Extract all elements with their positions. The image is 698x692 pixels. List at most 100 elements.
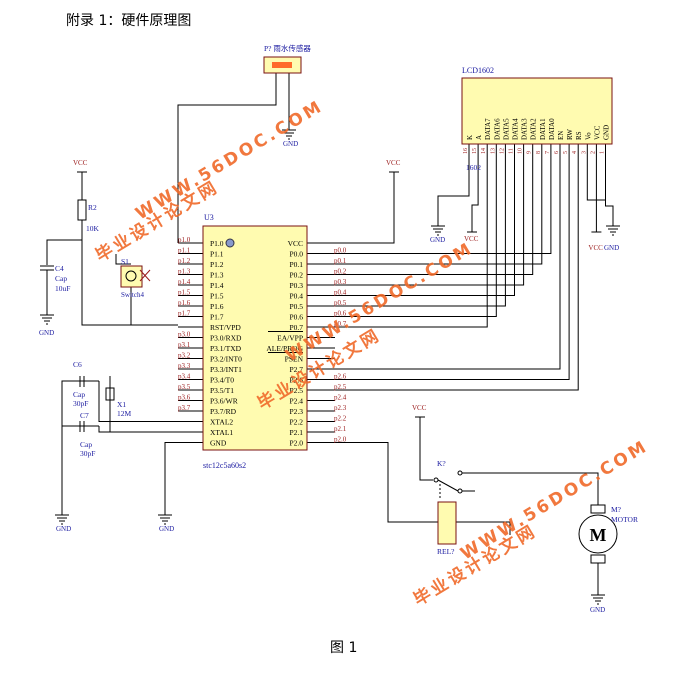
mcu-left-pin-label: XTAL2 bbox=[210, 418, 233, 427]
sensor-signal-wire bbox=[177, 73, 277, 243]
vcc-label: VCC bbox=[73, 159, 88, 167]
mcu-left-net: p1.6 bbox=[178, 299, 191, 307]
lcd-pin-number: 10 bbox=[518, 148, 524, 154]
gnd-label: GND bbox=[283, 140, 298, 148]
mcu-right-net: p0.2 bbox=[334, 268, 347, 276]
vcc-label: VCC bbox=[588, 244, 603, 252]
c7-type: Cap bbox=[80, 440, 92, 449]
motor-brush bbox=[590, 554, 606, 564]
mcu-right-pin-label: P2.6 bbox=[289, 376, 303, 385]
lcd-pin-label: GND bbox=[603, 125, 611, 140]
mcu-vcc-wire bbox=[335, 172, 395, 244]
mcu-left-net: p3.6 bbox=[178, 394, 191, 402]
mcu-right-pin-label: P0.4 bbox=[289, 292, 303, 301]
pin1-marker bbox=[225, 238, 235, 248]
mcu-left-net: p3.0 bbox=[178, 331, 191, 339]
mcu-left-net: p3.1 bbox=[178, 341, 191, 349]
mcu-left-pin-label: P1.4 bbox=[210, 281, 224, 290]
c7-ref: C7 bbox=[80, 411, 89, 420]
lcd-pin-label: RW bbox=[566, 129, 574, 140]
mcu-right-net: p0.7 bbox=[334, 320, 347, 328]
lcd-pin-label: RS bbox=[575, 131, 583, 140]
lcd-data-wire bbox=[335, 165, 525, 286]
s1-type: Switch4 bbox=[121, 291, 144, 299]
mcu-left-net: p3.5 bbox=[178, 383, 191, 391]
mcu-left-net: p1.2 bbox=[178, 257, 191, 265]
vcc-label: VCC bbox=[386, 159, 401, 167]
contact bbox=[433, 477, 439, 483]
lcd-pin-label: Vo bbox=[584, 132, 592, 140]
mcu-left-net: p3.4 bbox=[178, 373, 191, 381]
mcu-right-net: p2.0 bbox=[334, 436, 347, 444]
watermark-cn: 毕业设计论文网 bbox=[410, 520, 541, 610]
mcu-right-pin-label: P0.2 bbox=[289, 271, 303, 280]
watermark-url: WWW.56DOC.COM bbox=[132, 96, 327, 224]
switch-mark bbox=[139, 269, 151, 282]
lcd-pin-number: 15 bbox=[472, 148, 478, 154]
lcd-pin-number: 13 bbox=[490, 148, 496, 154]
gnd-label: GND bbox=[604, 244, 619, 252]
mcu-left-net: p1.3 bbox=[178, 268, 191, 276]
lcd-pin-number: 16 bbox=[463, 148, 469, 154]
lcd-gnd-k bbox=[431, 225, 445, 236]
relay-no-wire bbox=[462, 472, 599, 505]
lcd-body bbox=[461, 77, 613, 145]
lcd-gnd bbox=[606, 225, 620, 236]
c7-value: 30pF bbox=[80, 449, 95, 458]
lcd-ctrl-wire bbox=[335, 165, 579, 391]
lcd-pin-number: 3 bbox=[581, 151, 587, 154]
lcd-data-wire bbox=[335, 165, 543, 265]
mcu-right-pin-label: P2.7 bbox=[289, 365, 303, 374]
mcu-ref: U3 bbox=[204, 213, 214, 222]
mcu-right-pin-label: EA/VPP bbox=[277, 334, 303, 343]
watermarks: WWW.56DOC.COM毕业设计论文网WWW.56DOC.COM毕业设计论文网… bbox=[92, 96, 652, 610]
mcu-right-net: p2.4 bbox=[334, 394, 347, 402]
mcu-right-pin-label: ALE/PROG bbox=[266, 344, 303, 353]
mcu-right-pin-label: P0.1 bbox=[289, 260, 303, 269]
lcd-data-wire bbox=[335, 165, 515, 296]
mcu-left-pin-label: P1.1 bbox=[210, 250, 224, 259]
motor-brush bbox=[590, 504, 606, 514]
mcu-right-pin-label: P2.1 bbox=[289, 428, 303, 437]
resistor-r2 bbox=[77, 199, 87, 221]
mcu-right-pin-label: P0.3 bbox=[289, 281, 303, 290]
mcu-left-net: p3.3 bbox=[178, 362, 191, 370]
mcu-right-net: p0.5 bbox=[334, 299, 347, 307]
c6-ref: C6 bbox=[73, 360, 82, 369]
sensor-gnd bbox=[282, 129, 296, 140]
mcu-left-pin-label: P3.5/T1 bbox=[210, 386, 234, 395]
switch-top-wire bbox=[115, 254, 131, 265]
sensor-wet-area bbox=[272, 62, 292, 68]
r2-ref: R2 bbox=[88, 203, 97, 212]
mcu-right-pin-label: VCC bbox=[288, 239, 303, 248]
switch-button bbox=[125, 270, 137, 282]
mcu-right-pin-label: P0.6 bbox=[289, 313, 303, 322]
mcu-left-pin-label: P3.1/TXD bbox=[210, 344, 242, 353]
contact bbox=[457, 470, 463, 476]
reset-gnd bbox=[40, 314, 54, 325]
mcu-right-net: p0.0 bbox=[334, 247, 347, 255]
watermark-url: WWW.56DOC.COM bbox=[457, 436, 652, 564]
lcd-vo-wire bbox=[586, 165, 606, 201]
labels: U3stc12c5a60s2P1.0p1.0P1.1p1.1P1.2p1.2P1… bbox=[39, 43, 638, 614]
sensor-label: P? 雨水传感器 bbox=[264, 43, 311, 53]
gnd-label: GND bbox=[56, 525, 71, 533]
c6-value: 30pF bbox=[73, 399, 88, 408]
lcd-a-wire bbox=[471, 165, 479, 232]
mcu-left-pin-label: P3.2/INT0 bbox=[210, 355, 242, 364]
mcu-left-pin-label: P1.3 bbox=[210, 271, 224, 280]
switch-s1 bbox=[120, 265, 143, 288]
rel-ref: REL? bbox=[437, 547, 455, 556]
mcu-right-net: p0.3 bbox=[334, 278, 347, 286]
mcu-left-net: p3.2 bbox=[178, 352, 191, 360]
m-type: MOTOR bbox=[611, 515, 638, 524]
reset-rst-wire bbox=[81, 220, 178, 326]
wires bbox=[46, 73, 614, 595]
mcu-left-pin-label: RST/VPD bbox=[210, 323, 241, 332]
mcu-gnd bbox=[158, 514, 172, 525]
mcu-left-net: p3.7 bbox=[178, 404, 191, 412]
lcd-pin-number: 8 bbox=[536, 151, 542, 154]
c4-value: 10uF bbox=[55, 284, 70, 293]
lcd-pin-number: 12 bbox=[499, 148, 505, 154]
